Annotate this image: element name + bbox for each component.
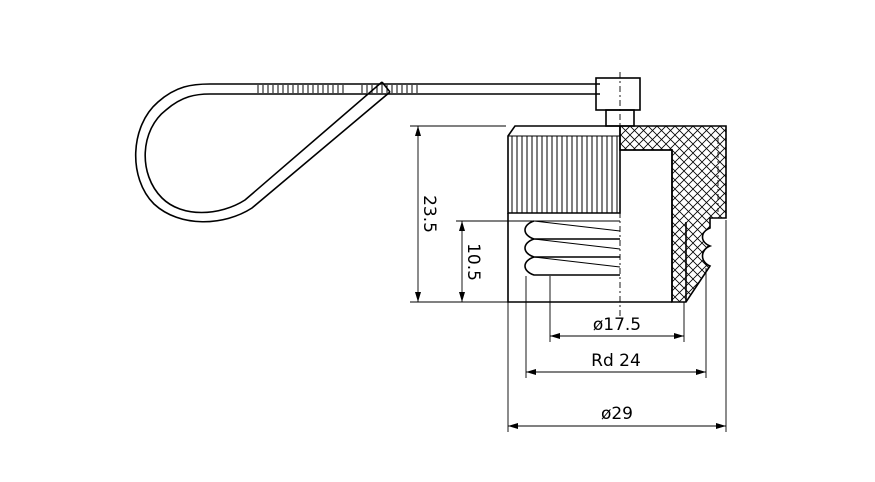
- thread-length-dimension: [456, 220, 530, 303]
- thread-length-label: 10.5: [463, 243, 483, 281]
- thread-diameter-dimension: [525, 268, 707, 378]
- lanyard-ridges: [257, 85, 418, 93]
- height-total-label: 23.5: [419, 195, 439, 233]
- thread-diameter-label: Rd 24: [591, 351, 641, 371]
- threaded-body: [507, 213, 672, 303]
- inner-bore: [620, 149, 673, 302]
- section-cut: [619, 125, 727, 303]
- outer-diameter-label: ø29: [601, 404, 633, 424]
- lanyard-loop: [134, 81, 600, 223]
- knurled-cap: [507, 125, 621, 214]
- inner-diameter-label: ø17.5: [593, 315, 641, 335]
- lanyard-pin: [595, 77, 641, 127]
- inner-diameter-dimension: [549, 276, 685, 342]
- outer-diameter-dimension: [507, 220, 727, 432]
